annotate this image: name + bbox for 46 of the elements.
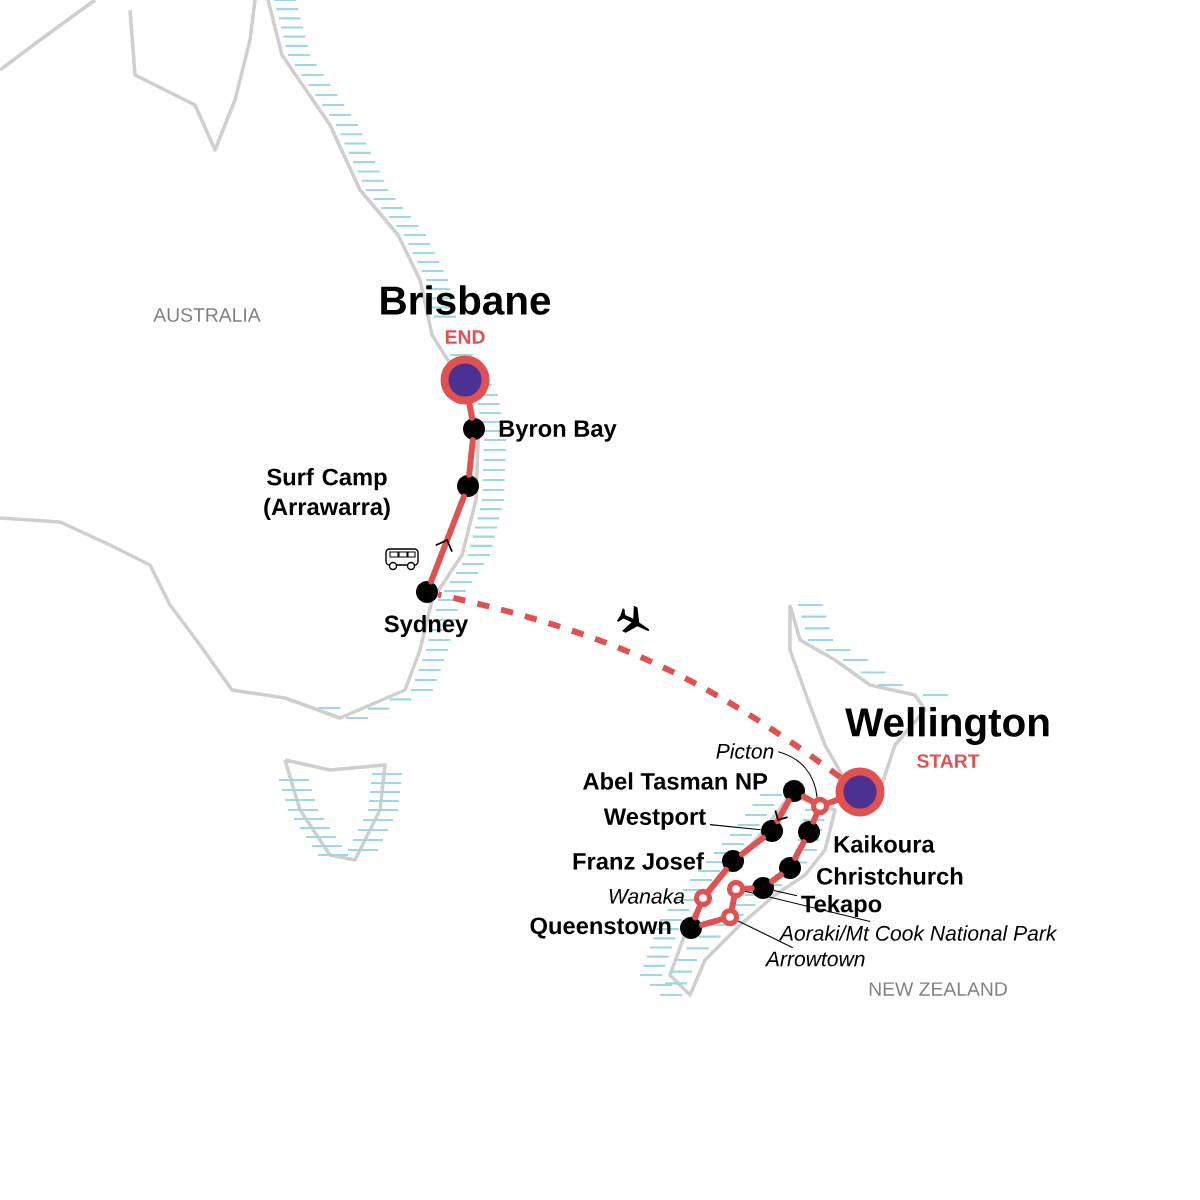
ring-marker (810, 796, 830, 816)
region-label: AUSTRALIA (153, 308, 261, 322)
ring-marker (720, 907, 740, 927)
start-end-tag: END (445, 330, 485, 344)
place-label: Aoraki/Mt Cook National Park (778, 925, 1058, 941)
place-label: Byron Bay (499, 420, 617, 442)
place-label: Queenstown (530, 917, 671, 939)
route-line (739, 834, 766, 858)
route-line (728, 894, 738, 912)
leader-line (773, 890, 798, 897)
route-line (800, 793, 816, 805)
route-line (698, 916, 725, 928)
stop-marker (761, 820, 783, 842)
route-line (466, 437, 476, 478)
leader-line (777, 751, 818, 798)
place-label: Sydney (384, 614, 469, 638)
region-label: NEW ZEALAND (869, 982, 1007, 996)
leader-line (709, 824, 762, 831)
route-line (705, 866, 729, 894)
route-line (428, 493, 467, 585)
place-label: Kaikoura (834, 835, 935, 853)
flight-path (437, 591, 843, 780)
place-label: Franz Josef (573, 852, 704, 870)
city-name: Brisbane (381, 285, 551, 315)
route-line (825, 797, 840, 806)
leader-line (744, 890, 871, 922)
place-label: Surf Camp (Arrawarra) (264, 468, 390, 520)
place-label: Picton (716, 743, 774, 759)
place-label: Arrowtown (764, 951, 865, 967)
city-name: Wellington (845, 707, 1049, 745)
place-label: Christchurch (817, 867, 963, 885)
place-label: Tekapo (801, 894, 882, 918)
place-label: Westport (603, 808, 706, 830)
route-line (774, 797, 792, 825)
route-line (810, 811, 820, 825)
ring-marker (726, 879, 746, 899)
leader-line (737, 920, 794, 949)
route-line (792, 839, 807, 861)
route-line (742, 885, 755, 892)
place-label: Abel Tasman NP (583, 772, 768, 790)
stop-marker (752, 877, 774, 899)
place-label: Wanaka (609, 888, 685, 904)
route-line (692, 903, 703, 921)
route-line (769, 871, 784, 885)
start-end-tag: START (917, 754, 980, 768)
route-line (466, 401, 475, 421)
